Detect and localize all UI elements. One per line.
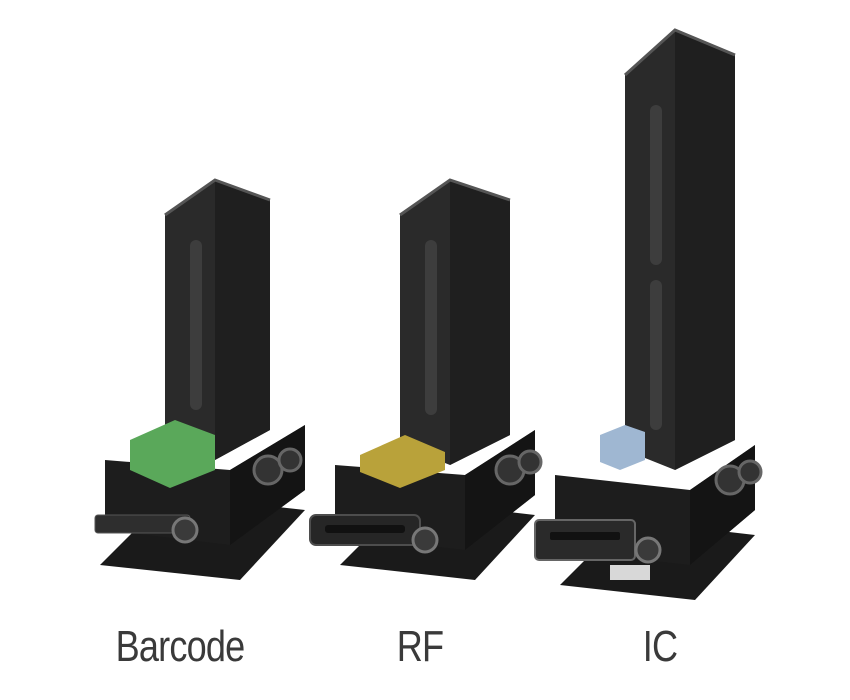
ic-card-dispenser (534, 28, 763, 600)
label-barcode: Barcode (115, 622, 245, 671)
label-ic: IC (642, 622, 678, 671)
rf-card-dispenser (309, 178, 543, 580)
label-rf: RF (396, 622, 444, 671)
ic-module (600, 425, 645, 470)
barcode-card-dispenser (94, 178, 305, 580)
barcode-module (130, 420, 215, 488)
rf-module (360, 435, 445, 488)
